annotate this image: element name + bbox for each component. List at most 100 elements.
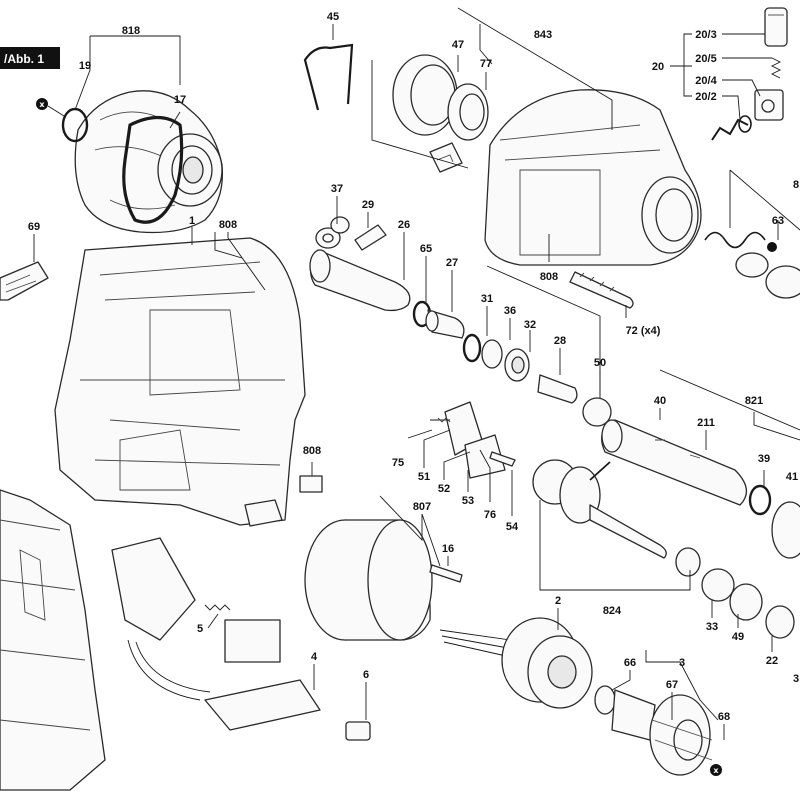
label-31: 31	[481, 293, 493, 305]
figure-tab-text: /Abb. 1	[4, 52, 44, 66]
leader-lines	[33, 7, 800, 740]
label-68: 68	[718, 711, 730, 723]
part-clip-6	[345, 721, 371, 741]
label-54: 54	[506, 521, 519, 533]
part-shaft-824	[532, 459, 795, 639]
label-808-b: 808	[540, 271, 558, 283]
label-65: 65	[420, 243, 432, 255]
part-bushing-32	[504, 348, 530, 382]
label-75: 75	[392, 457, 404, 469]
part-ring-37b	[330, 216, 350, 234]
part-sleeve-50	[582, 397, 612, 427]
part-housing-1	[54, 237, 306, 527]
label-16: 16	[442, 543, 454, 555]
label-69: 69	[28, 221, 40, 233]
label-808-c: 808	[303, 445, 321, 457]
part-gear-41	[771, 501, 800, 559]
label-5: 5	[197, 623, 203, 635]
label-8-top: 8	[793, 179, 799, 191]
label-22: 22	[766, 655, 778, 667]
label-50: 50	[594, 357, 606, 369]
part-bearing-27	[425, 309, 465, 339]
part-holder-20-4	[754, 89, 784, 121]
label-818: 818	[122, 25, 140, 37]
part-labels: 818 19 17 45 47 77 843 20/3 20/5 20 20/4…	[28, 11, 799, 723]
part-label-808-mid	[299, 475, 323, 493]
label-20: 20	[652, 61, 664, 73]
label-52: 52	[438, 483, 450, 495]
label-1: 1	[189, 215, 195, 227]
label-33: 33	[706, 621, 718, 633]
part-screw-72	[569, 271, 634, 309]
label-37: 37	[331, 183, 343, 195]
part-armature-3	[594, 685, 713, 776]
part-motor-housing-807	[304, 519, 433, 641]
label-40: 40	[654, 395, 666, 407]
part-warning-label	[429, 142, 463, 173]
label-51: 51	[418, 471, 430, 483]
part-brush-20-3	[764, 7, 788, 47]
label-39: 39	[758, 453, 770, 465]
label-45: 45	[327, 11, 339, 23]
label-72: 72 (x4)	[626, 325, 661, 337]
svg-text:x: x	[39, 100, 45, 109]
part-ring-77	[447, 83, 489, 141]
label-20-5: 20/5	[695, 53, 716, 65]
part-ring-36	[481, 339, 503, 369]
part-spring-63	[704, 231, 800, 299]
part-washer-37	[315, 227, 341, 249]
label-66: 66	[624, 657, 636, 669]
part-gear-flange-17	[74, 90, 224, 234]
label-6: 6	[363, 669, 369, 681]
part-housing-843	[484, 89, 702, 266]
label-26: 26	[398, 219, 410, 231]
part-switch-unit	[111, 537, 211, 701]
part-wire-20-2	[711, 115, 752, 141]
label-20-2: 20/2	[695, 91, 716, 103]
label-211: 211	[697, 417, 715, 429]
label-36: 36	[504, 305, 516, 317]
label-32: 32	[524, 319, 536, 331]
part-spring-5	[204, 604, 231, 611]
label-67: 67	[666, 679, 678, 691]
label-76: 76	[484, 509, 496, 521]
label-2: 2	[555, 595, 561, 607]
label-824: 824	[603, 605, 622, 617]
label-29: 29	[362, 199, 374, 211]
label-3: 3	[679, 657, 685, 669]
part-battery-housing	[0, 489, 106, 791]
label-49: 49	[732, 631, 744, 643]
label-4: 4	[311, 651, 318, 663]
part-stator-2	[439, 617, 593, 709]
label-41: 41	[786, 471, 798, 483]
label-19: 19	[79, 60, 91, 72]
part-ring-47	[392, 54, 458, 136]
label-20-3: 20/3	[695, 29, 716, 41]
part-oring-31	[462, 333, 482, 363]
label-47: 47	[452, 39, 464, 51]
figure-tab: /Abb. 1	[0, 47, 60, 69]
label-807: 807	[413, 501, 431, 513]
part-switch-group-51	[430, 401, 516, 479]
part-screw-16	[429, 564, 463, 583]
label-53: 53	[462, 495, 474, 507]
part-cylinder-211	[601, 419, 747, 506]
part-pcb-4	[204, 619, 321, 731]
marker-x-left: x	[36, 98, 65, 117]
label-20-4: 20/4	[695, 75, 717, 87]
label-3-edge: 3	[793, 673, 799, 685]
label-63: 63	[772, 215, 784, 227]
label-821: 821	[745, 395, 763, 407]
label-27: 27	[446, 257, 458, 269]
part-oring-39	[748, 484, 772, 516]
label-17: 17	[174, 94, 186, 106]
marker-x-bottom: x	[710, 764, 722, 776]
part-plate-69	[0, 261, 49, 301]
label-28: 28	[554, 335, 566, 347]
part-spring-20-5	[770, 57, 782, 79]
svg-text:x: x	[713, 766, 719, 775]
label-843: 843	[534, 29, 552, 41]
part-wire-clip-45	[303, 43, 354, 111]
part-pin-29	[354, 224, 387, 251]
